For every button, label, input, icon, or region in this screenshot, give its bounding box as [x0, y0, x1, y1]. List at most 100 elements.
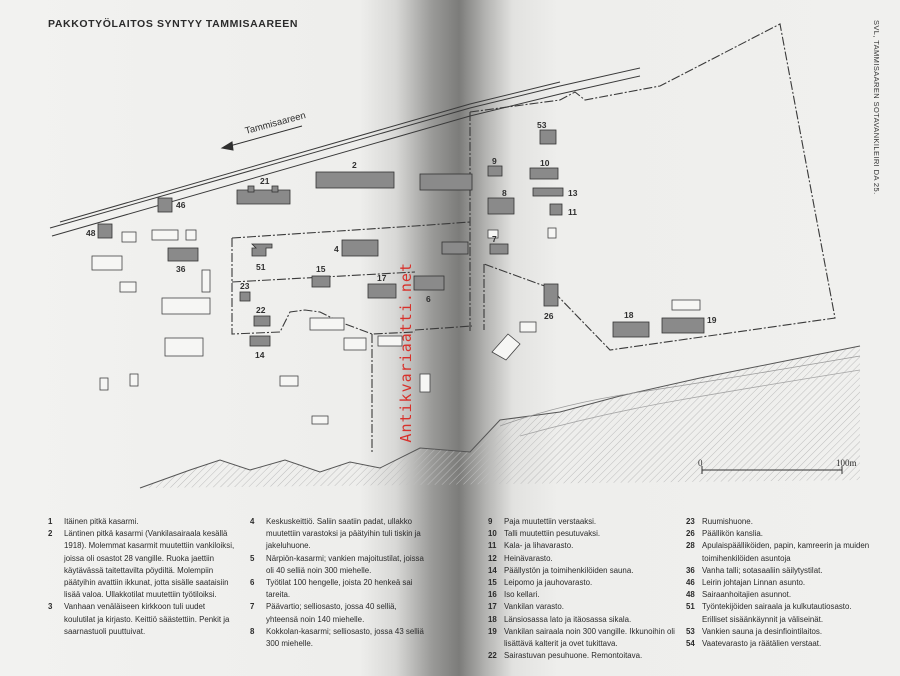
- label-7: 7: [492, 234, 497, 244]
- legend-number: 22: [488, 651, 497, 661]
- fence-lines: [231, 23, 836, 452]
- label-21: 21: [260, 176, 270, 186]
- outbuildings: [91, 227, 701, 425]
- legend-item: 26 Päällikön kanslia.: [686, 528, 872, 540]
- legend-text: Vanha talli; sotasaaliin säilytystilat.: [702, 565, 823, 575]
- road-lines: [49, 67, 641, 237]
- road-arrow: [220, 125, 303, 151]
- label-53: 53: [537, 120, 547, 130]
- label-11: 11: [568, 207, 577, 217]
- label-15: 15: [316, 264, 326, 274]
- legend-number: 36: [686, 565, 695, 575]
- legend-item: 46 Leirin johtajan Linnan asunto.: [686, 577, 872, 589]
- legend-text: Päällystön ja toimihenkilöiden sauna.: [504, 565, 634, 575]
- legend-text: Vanhaan venäläiseen kirkkoon tuli uudet …: [64, 602, 230, 636]
- legend-number: 9: [488, 517, 493, 526]
- legend-item: 53 Vankien sauna ja desinfiointilaitos.: [686, 626, 872, 638]
- label-26: 26: [544, 311, 554, 321]
- legend-text: Päävartio; selliosasto, jossa 40 selliä,…: [266, 602, 397, 624]
- legend-item: 51 Työntekijöiden sairaala ja kulkutautio…: [686, 601, 872, 625]
- legend-text: Vankien sauna ja desinfiointilaitos.: [702, 626, 823, 636]
- legend-text: Iso kellari.: [504, 590, 540, 600]
- legend-number: 53: [686, 626, 695, 636]
- legend-number: 26: [686, 529, 695, 539]
- legend-text: Työntekijöiden sairaala ja kulkutautiosa…: [702, 602, 852, 624]
- legend-text: Leipomo ja jauhovarasto.: [504, 578, 593, 588]
- legend-item: 17 Vankilan varasto.: [488, 601, 676, 613]
- legend-item: 4 Keskuskeittiö. Saliin saatiin padat, ul…: [250, 516, 430, 553]
- legend-number: 16: [488, 590, 497, 600]
- label-8: 8: [502, 188, 507, 198]
- legend-text: Paja muutettiin verstaaksi.: [504, 517, 597, 526]
- legend-item: 36 Vanha talli; sotasaaliin säilytystilat…: [686, 565, 872, 577]
- label-2: 2: [352, 160, 357, 170]
- legend-text: Länsiosassa lato ja itäosassa sikala.: [504, 614, 632, 624]
- label-23: 23: [240, 281, 250, 291]
- legend-column-2: 4 Keskuskeittiö. Saliin saatiin padat, ul…: [250, 516, 430, 650]
- legend-number: 48: [686, 590, 695, 600]
- legend-number: 51: [686, 602, 695, 612]
- shoreline: [139, 345, 861, 489]
- legend-text: Kala- ja lihavarasto.: [504, 541, 574, 551]
- scale-end: 100m: [836, 458, 857, 468]
- legend-number: 28: [686, 541, 695, 551]
- label-13: 13: [568, 188, 578, 198]
- label-51: 51: [256, 262, 266, 272]
- legend-item: 28 Apulaispäälliköiden, papin, kamreerin …: [686, 540, 872, 564]
- legend-item: 7 Päävartio; selliosasto, jossa 40 selliä…: [250, 601, 430, 625]
- label-19: 19: [707, 315, 717, 325]
- label-22: 22: [256, 305, 266, 315]
- label-6: 6: [426, 294, 431, 304]
- legend-text: Vankilan sairaala noin 300 vangille. Ikk…: [504, 626, 675, 649]
- legend-text: Päällikön kanslia.: [702, 529, 763, 539]
- buildings: [97, 129, 705, 347]
- legend-text: Apulaispäälliköiden, papin, kamreerin ja…: [702, 541, 870, 563]
- legend-number: 6: [250, 578, 255, 588]
- legend-text: Työtilat 100 hengelle, joista 20 henkeä …: [266, 578, 413, 600]
- legend-number: 46: [686, 578, 695, 588]
- legend-text: Itäinen pitkä kasarmi.: [64, 517, 139, 526]
- legend-item: 3 Vanhaan venäläiseen kirkkoon tuli uudet…: [48, 601, 236, 638]
- legend-number: 17: [488, 602, 497, 612]
- legend-number: 18: [488, 614, 497, 624]
- legend-number: 54: [686, 639, 695, 649]
- legend-item: 14 Päällystön ja toimihenkilöiden sauna.: [488, 565, 676, 577]
- legend-number: 14: [488, 565, 497, 575]
- legend-item: 19 Vankilan sairaala noin 300 vangille. I…: [488, 626, 676, 650]
- legend-text: Sairastuvan pesuhuone. Remontoitava.: [504, 651, 643, 661]
- legend-item: 48 Sairaanhoitajien asunnot.: [686, 589, 872, 601]
- legend-number: 7: [250, 602, 255, 612]
- scale-start: 0: [698, 458, 703, 468]
- label-48: 48: [86, 228, 96, 238]
- legend-number: 3: [48, 602, 53, 612]
- label-18: 18: [624, 310, 634, 320]
- legend-number: 19: [488, 626, 497, 636]
- label-14: 14: [255, 350, 265, 360]
- legend-number: 4: [250, 517, 255, 526]
- label-4: 4: [334, 244, 339, 254]
- legend-number: 5: [250, 553, 255, 563]
- legend-text: Keskuskeittiö. Saliin saatiin padat, ull…: [266, 517, 421, 551]
- legend-item: 6 Työtilat 100 hengelle, joista 20 henkeä…: [250, 577, 430, 601]
- legend-text: Leirin johtajan Linnan asunto.: [702, 578, 806, 588]
- legend-number: 15: [488, 578, 497, 588]
- label-10: 10: [540, 158, 550, 168]
- legend-item: 18 Länsiosassa lato ja itäosassa sikala.: [488, 614, 676, 626]
- legend-text: Vankilan varasto.: [504, 602, 564, 612]
- building-labels: 2 4 6 7 8 9 10 11 13 14 15 17 18 19 21 2…: [86, 120, 717, 360]
- legend-text: Sairaanhoitajien asunnot.: [702, 590, 792, 600]
- legend-text: Läntinen pitkä kasarmi (Vankilasairaala …: [64, 529, 235, 600]
- legend-item: 15 Leipomo ja jauhovarasto.: [488, 577, 676, 589]
- legend-number: 10: [488, 529, 497, 539]
